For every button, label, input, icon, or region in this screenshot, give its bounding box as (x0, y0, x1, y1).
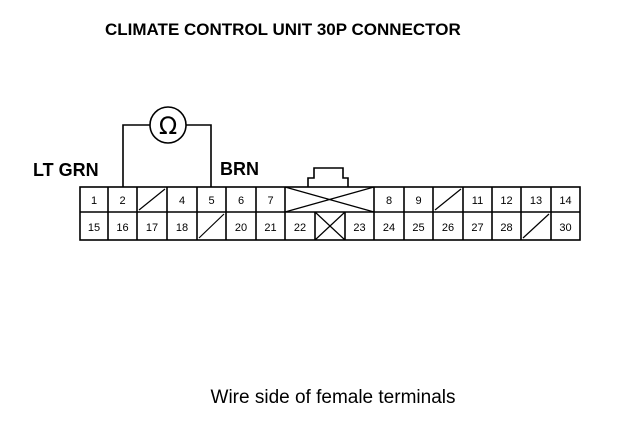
terminal-28: 28 (500, 222, 512, 234)
keyway-cross (284, 186, 375, 213)
blank-cell-slash (522, 213, 550, 239)
terminal-17: 17 (146, 222, 158, 234)
connector-lock-tab (307, 167, 349, 187)
terminal-26: 26 (442, 222, 454, 234)
terminal-20: 20 (235, 222, 247, 234)
terminal-8: 8 (386, 195, 392, 207)
terminal-11: 11 (472, 195, 483, 207)
terminal-6: 6 (238, 195, 244, 207)
terminal-7: 7 (267, 195, 273, 207)
left-probe-lead (122, 124, 150, 187)
diagram-caption: Wire side of female terminals (211, 387, 456, 408)
terminal-25: 25 (412, 222, 424, 234)
ohm-symbol: Ω (159, 112, 177, 140)
wire-label-brn: BRN (220, 159, 259, 179)
right-probe-lead (186, 124, 212, 187)
terminal-2: 2 (119, 195, 125, 207)
wire-label-lt-grn: LT GRN (33, 160, 99, 180)
terminal-22: 22 (294, 222, 306, 234)
blank-cell-slash (138, 188, 166, 211)
terminal-12: 12 (500, 195, 512, 207)
terminal-13: 13 (530, 195, 542, 207)
terminal-14: 14 (559, 195, 571, 207)
terminal-18: 18 (176, 222, 188, 234)
terminal-5: 5 (208, 195, 214, 207)
blank-cell-slash (434, 188, 462, 211)
terminal-9: 9 (415, 195, 421, 207)
terminal-1: 1 (91, 195, 97, 207)
terminal-23: 23 (353, 222, 365, 234)
terminal-21: 21 (264, 222, 276, 234)
terminal-27: 27 (471, 222, 483, 234)
keyway-cross (314, 211, 346, 241)
connector-body (79, 186, 581, 241)
terminal-15: 15 (88, 222, 100, 234)
terminal-16: 16 (116, 222, 128, 234)
terminal-24: 24 (383, 222, 395, 234)
diagram-title: CLIMATE CONTROL UNIT 30P CONNECTOR (105, 20, 461, 39)
ohmmeter: Ω (122, 106, 212, 187)
terminal-4: 4 (179, 195, 185, 207)
terminal-30: 30 (559, 222, 571, 234)
blank-cell-slash (198, 213, 225, 239)
